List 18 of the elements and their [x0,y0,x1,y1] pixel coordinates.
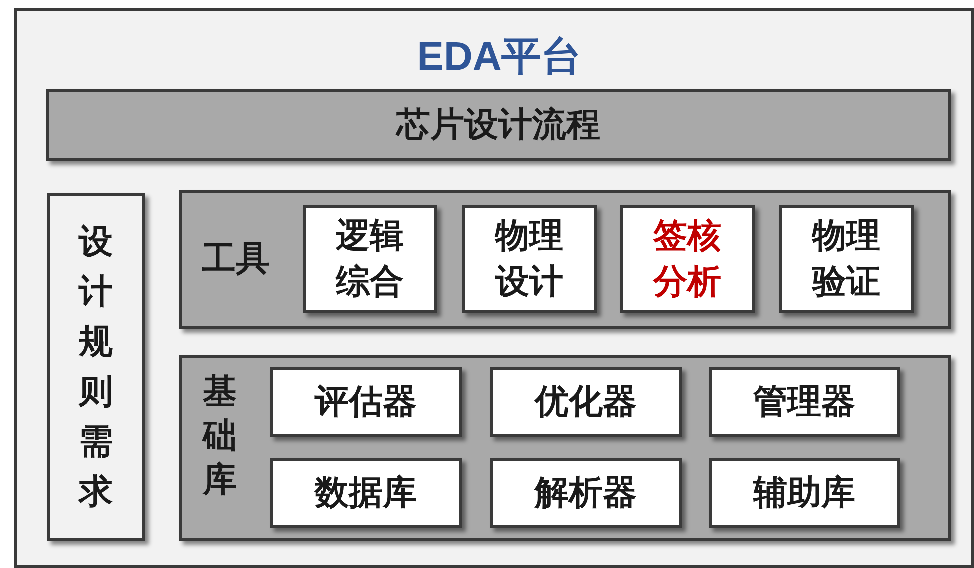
tool-panel [179,190,951,329]
library-box: 评估器 [270,367,462,437]
library-box: 数据库 [270,458,462,528]
library-box: 优化器 [490,367,682,437]
panel-heading: 工具 [201,238,271,281]
library-box: 管理器 [709,367,900,437]
platform-frame [14,8,974,568]
tool-box: 逻辑综合 [303,205,437,313]
tool-box: 物理验证 [779,205,914,313]
title: EDA平台 [416,34,583,81]
tool-box: 签核分析 [620,205,755,313]
flow-band: 芯片设计流程 [46,89,951,161]
library-box: 解析器 [490,458,682,528]
rules-box: 设计规则需求 [47,193,145,541]
tool-box: 物理设计 [462,205,597,313]
panel-heading: 基础库 [201,371,238,502]
library-panel [179,355,951,541]
library-box: 辅助库 [709,458,900,528]
